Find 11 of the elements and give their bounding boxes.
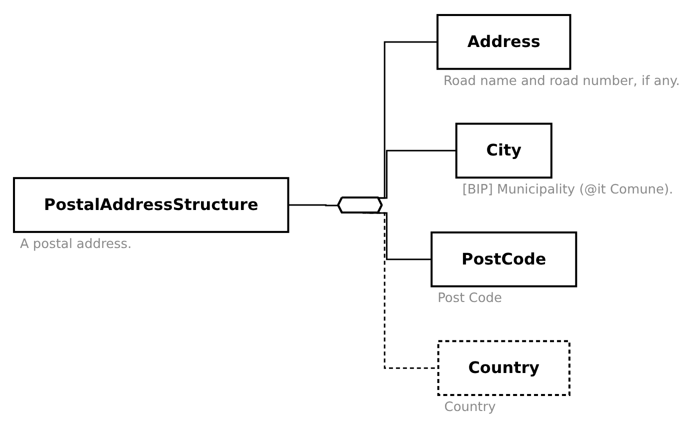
node-box: City (455, 122, 552, 179)
description-text: Post Code (438, 291, 502, 306)
description-text: Country (444, 400, 496, 415)
description-text: A postal address. (20, 236, 132, 252)
description-text: [BIP] Municipality (@it Comune). (462, 182, 674, 198)
node-box: PostCode (430, 231, 578, 288)
node-box: Country (437, 340, 570, 396)
description-text: Road name and road number, if any. (444, 74, 680, 89)
node-box: Address (436, 14, 572, 70)
connector (288, 204, 339, 206)
node-box: PostalAddressStructure (12, 177, 290, 233)
